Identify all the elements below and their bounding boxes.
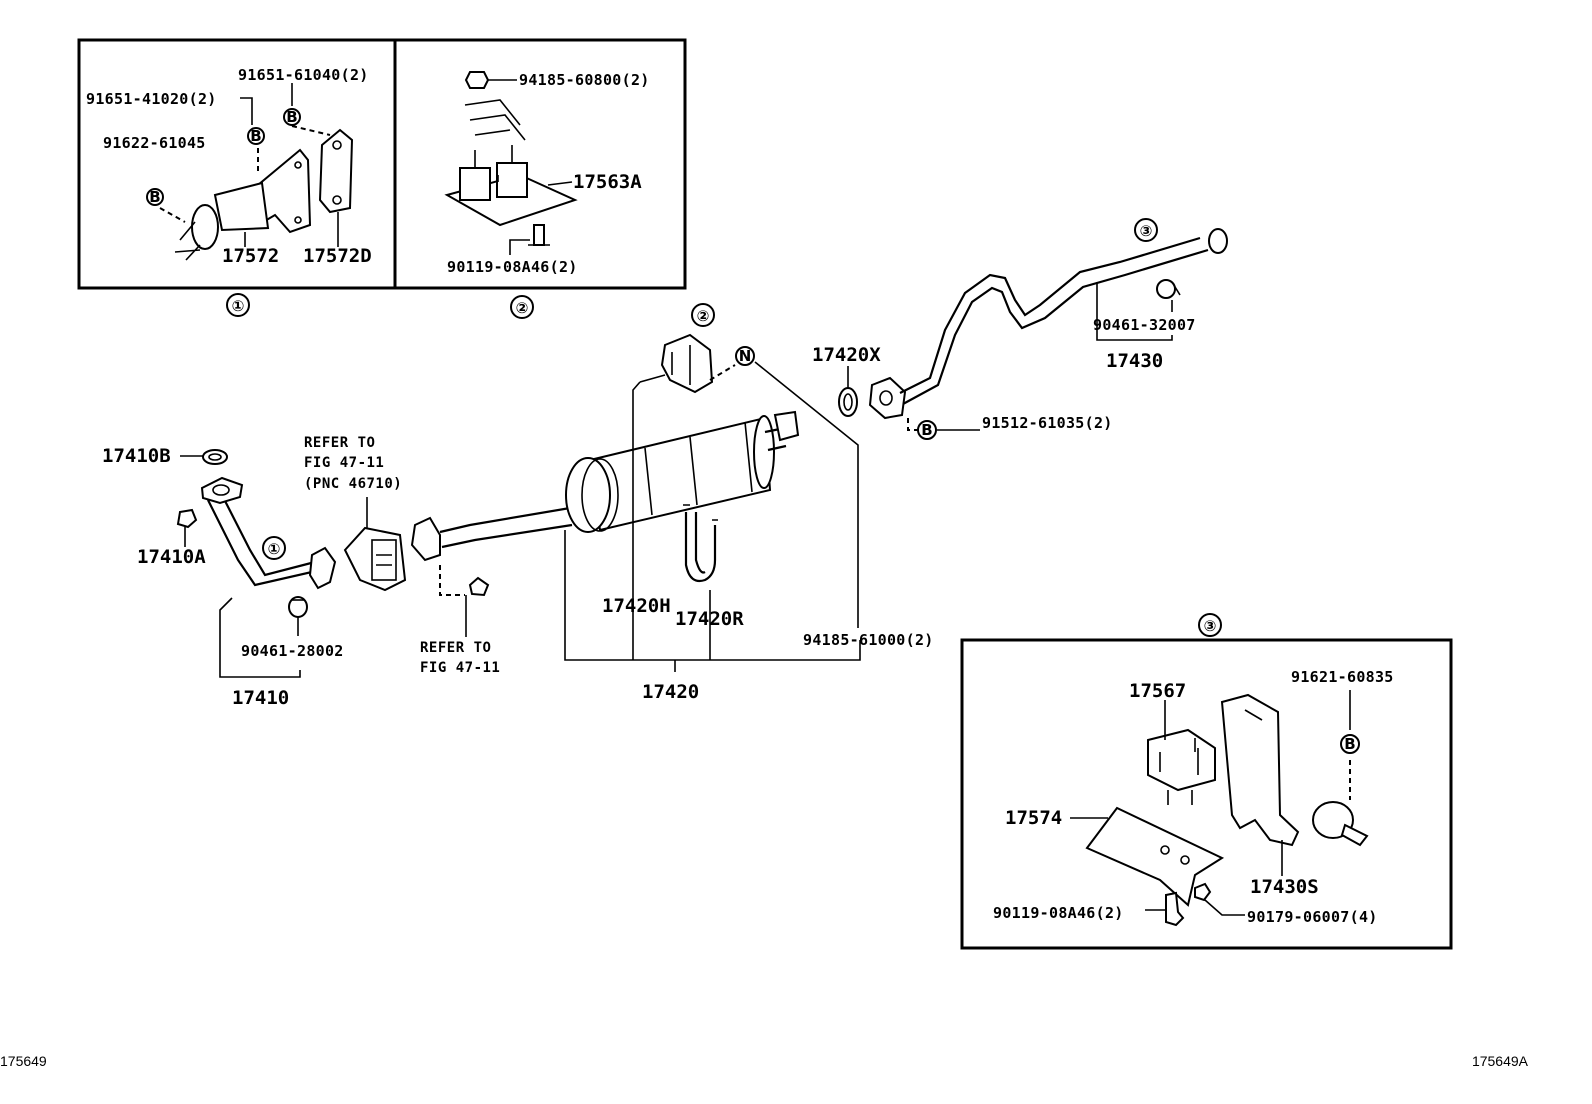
label-17410: 17410 — [232, 687, 289, 709]
svg-text:②: ② — [697, 307, 710, 325]
label-17420: 17420 — [642, 681, 699, 703]
gasket-17410B — [202, 449, 228, 465]
label-17567: 17567 — [1129, 680, 1186, 702]
label-91622-61045: 91622-61045 — [103, 134, 206, 152]
svg-text:③: ③ — [1140, 222, 1153, 240]
label-90461-28002: 90461-28002 — [241, 642, 344, 660]
fastener-B-icon: B — [1340, 734, 1360, 754]
label-17420H: 17420H — [602, 595, 671, 617]
label-17410B: 17410B — [102, 445, 171, 467]
label-17572D: 17572D — [303, 245, 372, 267]
label-94185-60800: 94185-60800(2) — [519, 71, 650, 89]
svg-text:①: ① — [232, 297, 245, 315]
svg-text:B: B — [1344, 735, 1355, 753]
label-90119-08A46-inset3: 90119-08A46(2) — [993, 904, 1124, 922]
svg-text:①: ① — [268, 540, 281, 558]
refer-top-line3: (PNC 46710) — [304, 476, 402, 492]
label-91512-61035: 91512-61035(2) — [982, 414, 1113, 432]
svg-text:B: B — [149, 188, 160, 206]
svg-text:N: N — [739, 347, 752, 365]
label-17420X: 17420X — [812, 344, 881, 366]
label-17430: 17430 — [1106, 350, 1163, 372]
label-94185-61000: 94185-61000(2) — [803, 631, 934, 649]
bolt-refer — [468, 576, 490, 597]
fastener-B-icon: B — [283, 108, 301, 126]
label-17572: 17572 — [222, 245, 279, 267]
label-17563A: 17563A — [573, 171, 642, 193]
footer-right-code: 175649A — [1472, 1053, 1529, 1069]
inset-2-drawing — [444, 71, 578, 255]
callout-2-main: ② — [691, 303, 715, 327]
hanger-17420R — [683, 504, 718, 583]
svg-text:②: ② — [516, 299, 529, 317]
refer-top-line2: FIG 47-11 — [304, 455, 384, 471]
svg-text:B: B — [250, 127, 261, 145]
svg-text:B: B — [921, 421, 932, 439]
intermediate-pipe — [410, 506, 573, 596]
inset-1-marker: ① — [226, 293, 250, 317]
muffler-17420 — [565, 410, 800, 533]
tail-pipe-17430 — [868, 228, 1228, 420]
fastener-B-icon: B — [146, 188, 164, 206]
label-17574: 17574 — [1005, 807, 1062, 829]
gasket-17420X — [838, 387, 858, 417]
svg-text:B: B — [286, 108, 297, 126]
label-17420R: 17420R — [675, 608, 744, 630]
clamp-90461-32007 — [1156, 279, 1181, 299]
fastener-B-icon: B — [247, 127, 265, 145]
inset-3-marker: ③ — [1198, 613, 1222, 637]
inset-2-marker: ② — [510, 295, 534, 319]
label-91651-41020: 91651-41020(2) — [86, 90, 217, 108]
refer-top-line1: REFER TO — [304, 435, 375, 451]
label-91651-61040: 91651-61040(2) — [238, 66, 369, 84]
fastener-B-icon: B — [917, 420, 937, 440]
refer-bot-line1: REFER TO — [420, 640, 491, 656]
rubber-mount-callout2 — [660, 333, 714, 394]
inset-1-drawing — [159, 83, 354, 261]
footer-left-code: 175649 — [0, 1053, 47, 1069]
clamp-90461-28002 — [288, 596, 308, 618]
label-17430S: 17430S — [1250, 876, 1319, 898]
callout-1-main: ① — [262, 536, 286, 560]
nut-17410A — [176, 508, 198, 529]
inset-3-drawing — [1070, 690, 1369, 927]
refer-bot-line2: FIG 47-11 — [420, 660, 500, 676]
label-90179-06007: 90179-06007(4) — [1247, 908, 1378, 926]
front-pipe-17410 — [200, 476, 337, 590]
label-90119-08A46-inset2: 90119-08A46(2) — [447, 258, 578, 276]
label-90461-32007: 90461-32007 — [1093, 316, 1196, 334]
callout-3-main: ③ — [1134, 218, 1158, 242]
label-17410A: 17410A — [137, 546, 206, 568]
fastener-N-icon: N — [735, 346, 755, 366]
label-91621-60835: 91621-60835 — [1291, 668, 1394, 686]
svg-text:③: ③ — [1204, 617, 1217, 635]
converter-refer-part — [343, 526, 407, 592]
inset-box-2 — [393, 38, 687, 290]
inset-box-3 — [960, 638, 1453, 950]
